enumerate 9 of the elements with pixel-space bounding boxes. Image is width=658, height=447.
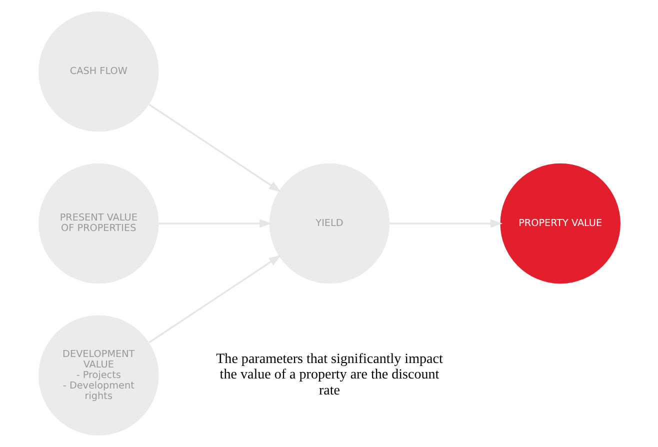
arrow xyxy=(148,104,281,192)
arrow xyxy=(148,254,281,344)
node-circle: CASH FLOW xyxy=(38,12,158,132)
node-circle: DEVELOPMENT VALUE - Projects - Development rights xyxy=(38,315,158,436)
node-circle: PROPERTY VALUE xyxy=(500,163,620,284)
node-circle: PRESENT VALUE OF PROPERTIES xyxy=(38,163,158,284)
arrow xyxy=(389,219,502,228)
label: The parameters that significantly impact the value of a property are the discount rate xyxy=(216,350,442,398)
arrow xyxy=(158,219,272,228)
